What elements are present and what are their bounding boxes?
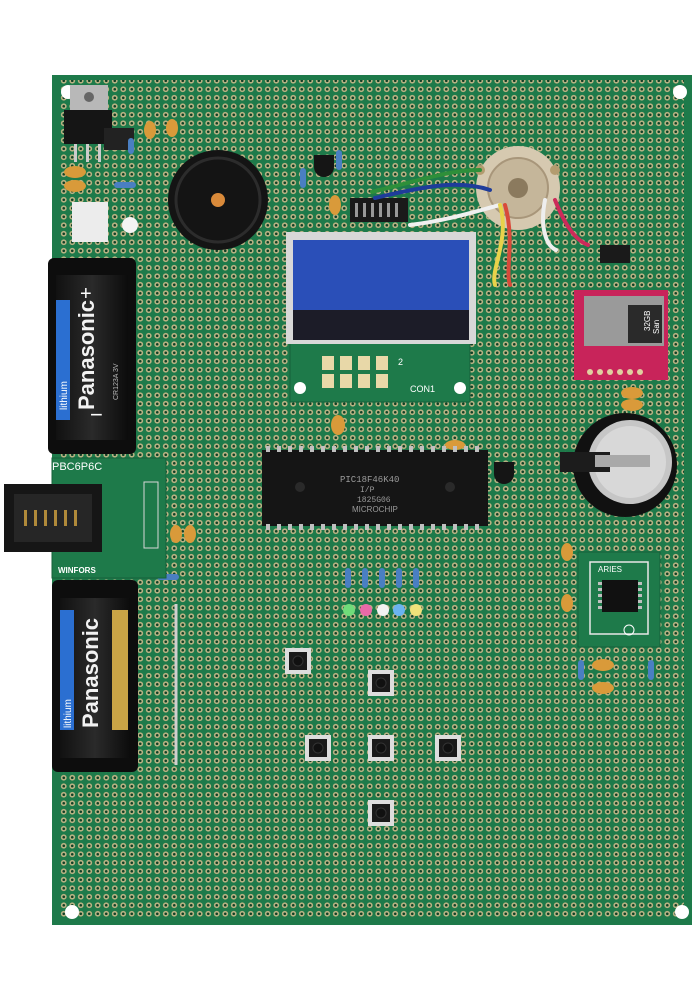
battery-top-minus: − — [90, 402, 103, 427]
lcd-pin-num: 2 — [398, 357, 403, 367]
push-button — [368, 800, 394, 826]
lcd-module: 2 CON1 — [286, 232, 476, 403]
mcu-part-number: PIC18F46K40 — [340, 475, 399, 485]
battery-top-plus: + — [80, 283, 92, 305]
mount-hole — [65, 905, 79, 919]
coin-cell-holder — [560, 413, 677, 517]
pin-header — [350, 198, 408, 222]
push-button — [305, 735, 331, 761]
push-buttons — [285, 648, 461, 826]
battery-top-chem: lithium — [59, 381, 70, 410]
ceramic-capacitors — [64, 119, 643, 694]
wires — [370, 168, 590, 287]
battery-top-brand: Panasonic — [74, 300, 99, 410]
connector-board-maker: WINFORS — [58, 566, 96, 575]
connector-board-label: PBC6P6C — [52, 461, 102, 473]
white-block — [72, 202, 108, 242]
potentiometer — [475, 146, 560, 230]
mount-hole — [675, 905, 689, 919]
push-button — [368, 735, 394, 761]
voltage-regulator — [64, 85, 112, 162]
sd-card-module: 32GB San — [574, 290, 668, 380]
aries-label: ARIES — [598, 565, 622, 574]
mcu-date-code: 1825G06 — [357, 496, 391, 505]
mount-hole — [673, 85, 687, 99]
transistor — [314, 155, 334, 177]
push-button — [435, 735, 461, 761]
battery-top-side: CR123A 3V — [113, 363, 120, 400]
battery-bottom-chem: lithium — [63, 699, 74, 728]
resistors — [114, 138, 654, 680]
small-jumper — [600, 245, 630, 263]
jumper-block — [104, 128, 134, 150]
white-bead — [122, 217, 138, 233]
lcd-connector-label: CON1 — [410, 384, 435, 394]
battery-bottom: Panasonic lithium — [52, 580, 138, 772]
sd-card-size: 32GB — [643, 311, 652, 331]
buzzer — [168, 150, 268, 250]
microcontroller: PIC18F46K40 I/P 1825G06 MICROCHIP — [262, 446, 488, 530]
sd-card-brand: San — [652, 320, 661, 334]
connector-board: PBC6P6C WINFORS — [4, 457, 167, 579]
mcu-maker: MICROCHIP — [352, 505, 398, 514]
mcu-package: I/P — [360, 486, 375, 495]
battery-top: + − Panasonic lithium CR123A 3V — [48, 258, 136, 454]
aries-module: ARIES — [577, 551, 661, 648]
push-button — [368, 670, 394, 696]
transistor — [494, 462, 514, 484]
status-leds — [343, 604, 422, 616]
battery-bottom-brand: Panasonic — [78, 618, 103, 728]
push-button — [285, 648, 311, 674]
